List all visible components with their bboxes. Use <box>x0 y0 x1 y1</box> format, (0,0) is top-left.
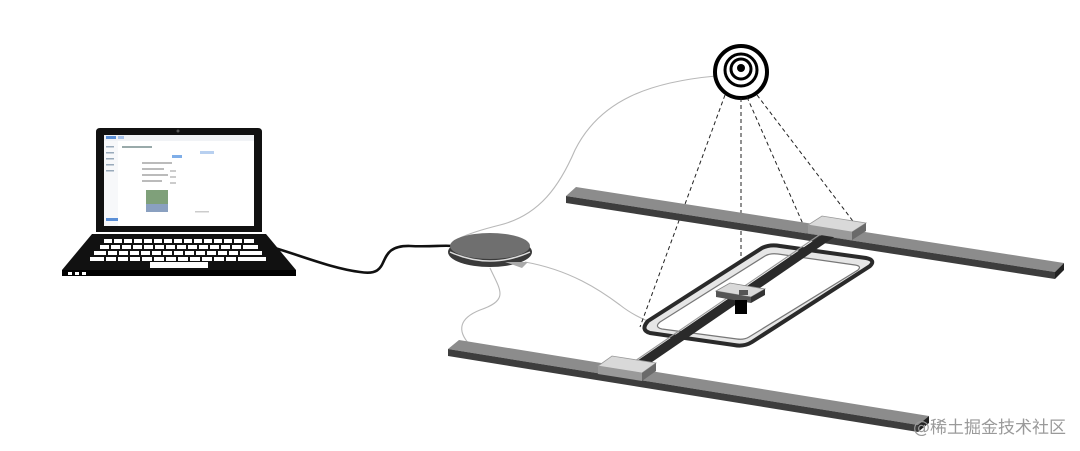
laptop-webcam <box>176 129 180 133</box>
wire-camera-to-hub <box>459 75 717 239</box>
laptop-display <box>104 135 254 226</box>
rail-front <box>448 340 929 432</box>
carriage-back <box>806 215 868 240</box>
hub-tail <box>505 262 528 268</box>
camera-icon <box>713 44 769 100</box>
wire-hub-to-stage <box>524 261 651 323</box>
laptop-status-leds <box>68 272 86 275</box>
wire-hub-to-left-rail <box>461 267 501 346</box>
laptop-touchpad <box>150 262 208 268</box>
laptop-front-edge <box>62 270 296 276</box>
tool-head <box>714 282 767 314</box>
signal-wires <box>459 75 717 346</box>
laptop-keyboard <box>90 239 266 261</box>
usb-cable <box>267 244 453 275</box>
laptop-display-content <box>104 135 254 226</box>
hub-top <box>450 233 530 259</box>
hub-device-icon <box>448 233 532 268</box>
camera-field-of-view <box>639 94 863 328</box>
laptop-icon <box>62 128 296 276</box>
hub-rim-highlight <box>449 251 531 262</box>
watermark-text: @稀土掘金技术社区 <box>913 418 1066 438</box>
carriage-front <box>596 355 658 381</box>
